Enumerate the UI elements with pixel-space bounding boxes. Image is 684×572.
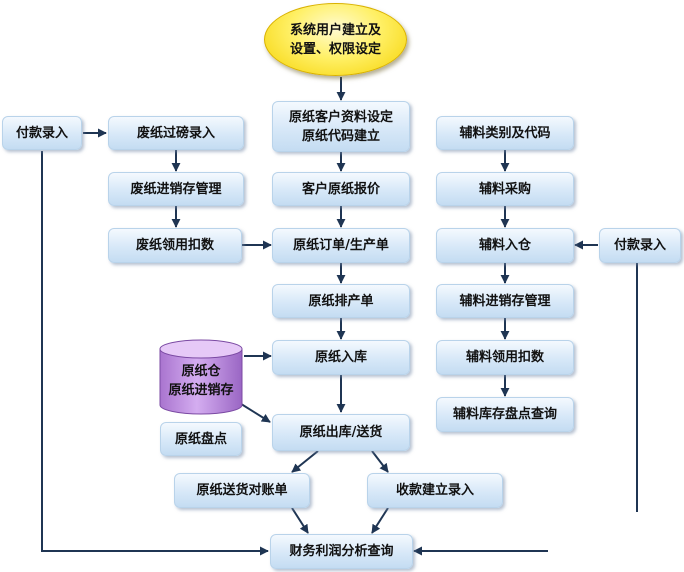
payment-entry-right-box[interactable]: 付款录入 <box>599 228 681 263</box>
paper-outbound-label: 原纸出库/送货 <box>299 425 383 440</box>
paper-outbound-box[interactable]: 原纸出库/送货 <box>272 414 410 451</box>
arrow-receipt-to-finance <box>371 507 389 534</box>
start-user-setup[interactable]: 系统用户建立及 设置、权限设定 <box>264 3 407 76</box>
cylinder-body <box>159 348 243 415</box>
aux-stock-query-label: 辅料库存盘点查询 <box>452 407 557 422</box>
waste-weighing-label: 废纸过磅录入 <box>136 125 215 141</box>
start-line-1: 系统用户建立及 <box>289 22 381 38</box>
customer-quote-label: 客户原纸报价 <box>301 181 380 197</box>
arrow-left-payment-to-finance <box>41 151 269 556</box>
aux-usage-label: 辅料领用扣数 <box>465 350 544 365</box>
paper-order-label: 原纸订单/生产单 <box>293 238 389 253</box>
finance-query-label: 财务利润分析查询 <box>289 544 394 559</box>
aux-category-label: 辅料类别及代码 <box>459 125 551 141</box>
arrow-outbound-to-receipt <box>371 450 389 473</box>
paper-order-box[interactable]: 原纸订单/生产单 <box>272 228 410 263</box>
waste-usage-label: 废纸领用扣数 <box>135 238 214 253</box>
receipt-entry-label: 收款建立录入 <box>395 483 474 498</box>
paper-inbound-label: 原纸入库 <box>314 350 367 365</box>
aux-usage-box[interactable]: 辅料领用扣数 <box>436 340 574 375</box>
aux-purchase-label: 辅料采购 <box>478 181 531 197</box>
waste-usage-box[interactable]: 废纸领用扣数 <box>108 228 242 263</box>
receipt-entry-box[interactable]: 收款建立录入 <box>367 473 503 508</box>
warehouse-label: 原纸仓 原纸进销存 <box>160 362 242 400</box>
start-line-2: 设置、权限设定 <box>289 41 381 57</box>
waste-inventory-box[interactable]: 废纸进销存管理 <box>108 172 244 206</box>
aux-inventory-box[interactable]: 辅料进销存管理 <box>436 284 574 318</box>
customer-quote-box[interactable]: 客户原纸报价 <box>272 172 410 206</box>
aux-purchase-box[interactable]: 辅料采购 <box>436 172 574 206</box>
arrow-outbound-to-delivery <box>291 450 319 473</box>
warehouse-cylinder <box>159 339 243 415</box>
aux-inventory-label: 辅料进销存管理 <box>459 293 551 309</box>
warehouse-line-2: 原纸进销存 <box>168 383 234 398</box>
aux-stock-query-box[interactable]: 辅料库存盘点查询 <box>436 397 574 432</box>
payment-entry-right-label: 付款录入 <box>613 238 666 253</box>
paper-scheduling-label: 原纸排产单 <box>308 293 374 309</box>
aux-inbound-label: 辅料入仓 <box>478 238 531 253</box>
waste-weighing-box[interactable]: 废纸过磅录入 <box>108 116 244 150</box>
warehouse-line-1: 原纸仓 <box>181 364 221 379</box>
cylinder-top <box>159 339 243 359</box>
delivery-reconcile-box[interactable]: 原纸送货对账单 <box>174 473 310 508</box>
customer-paper-info-line-2: 原纸代码建立 <box>301 128 380 144</box>
paper-inbound-box[interactable]: 原纸入库 <box>272 340 410 375</box>
aux-category-box[interactable]: 辅料类别及代码 <box>436 116 574 150</box>
customer-paper-info-line-1: 原纸客户资料设定 <box>288 109 393 125</box>
arrow-warehouse-to-outbound <box>237 401 271 423</box>
finance-query-box[interactable]: 财务利润分析查询 <box>270 534 413 569</box>
customer-paper-info-box[interactable]: 原纸客户资料设定 原纸代码建立 <box>272 101 410 152</box>
paper-scheduling-box[interactable]: 原纸排产单 <box>272 284 410 318</box>
payment-entry-left-label: 付款录入 <box>15 125 68 141</box>
waste-inventory-label: 废纸进销存管理 <box>130 181 222 197</box>
connectors <box>41 77 638 556</box>
paper-stocktake-box[interactable]: 原纸盘点 <box>160 422 242 456</box>
aux-inbound-box[interactable]: 辅料入仓 <box>436 228 574 263</box>
delivery-reconcile-label: 原纸送货对账单 <box>196 483 288 498</box>
arrow-delivery-to-finance <box>291 507 309 534</box>
payment-entry-left-box[interactable]: 付款录入 <box>2 116 82 150</box>
paper-stocktake-label: 原纸盘点 <box>174 431 227 447</box>
